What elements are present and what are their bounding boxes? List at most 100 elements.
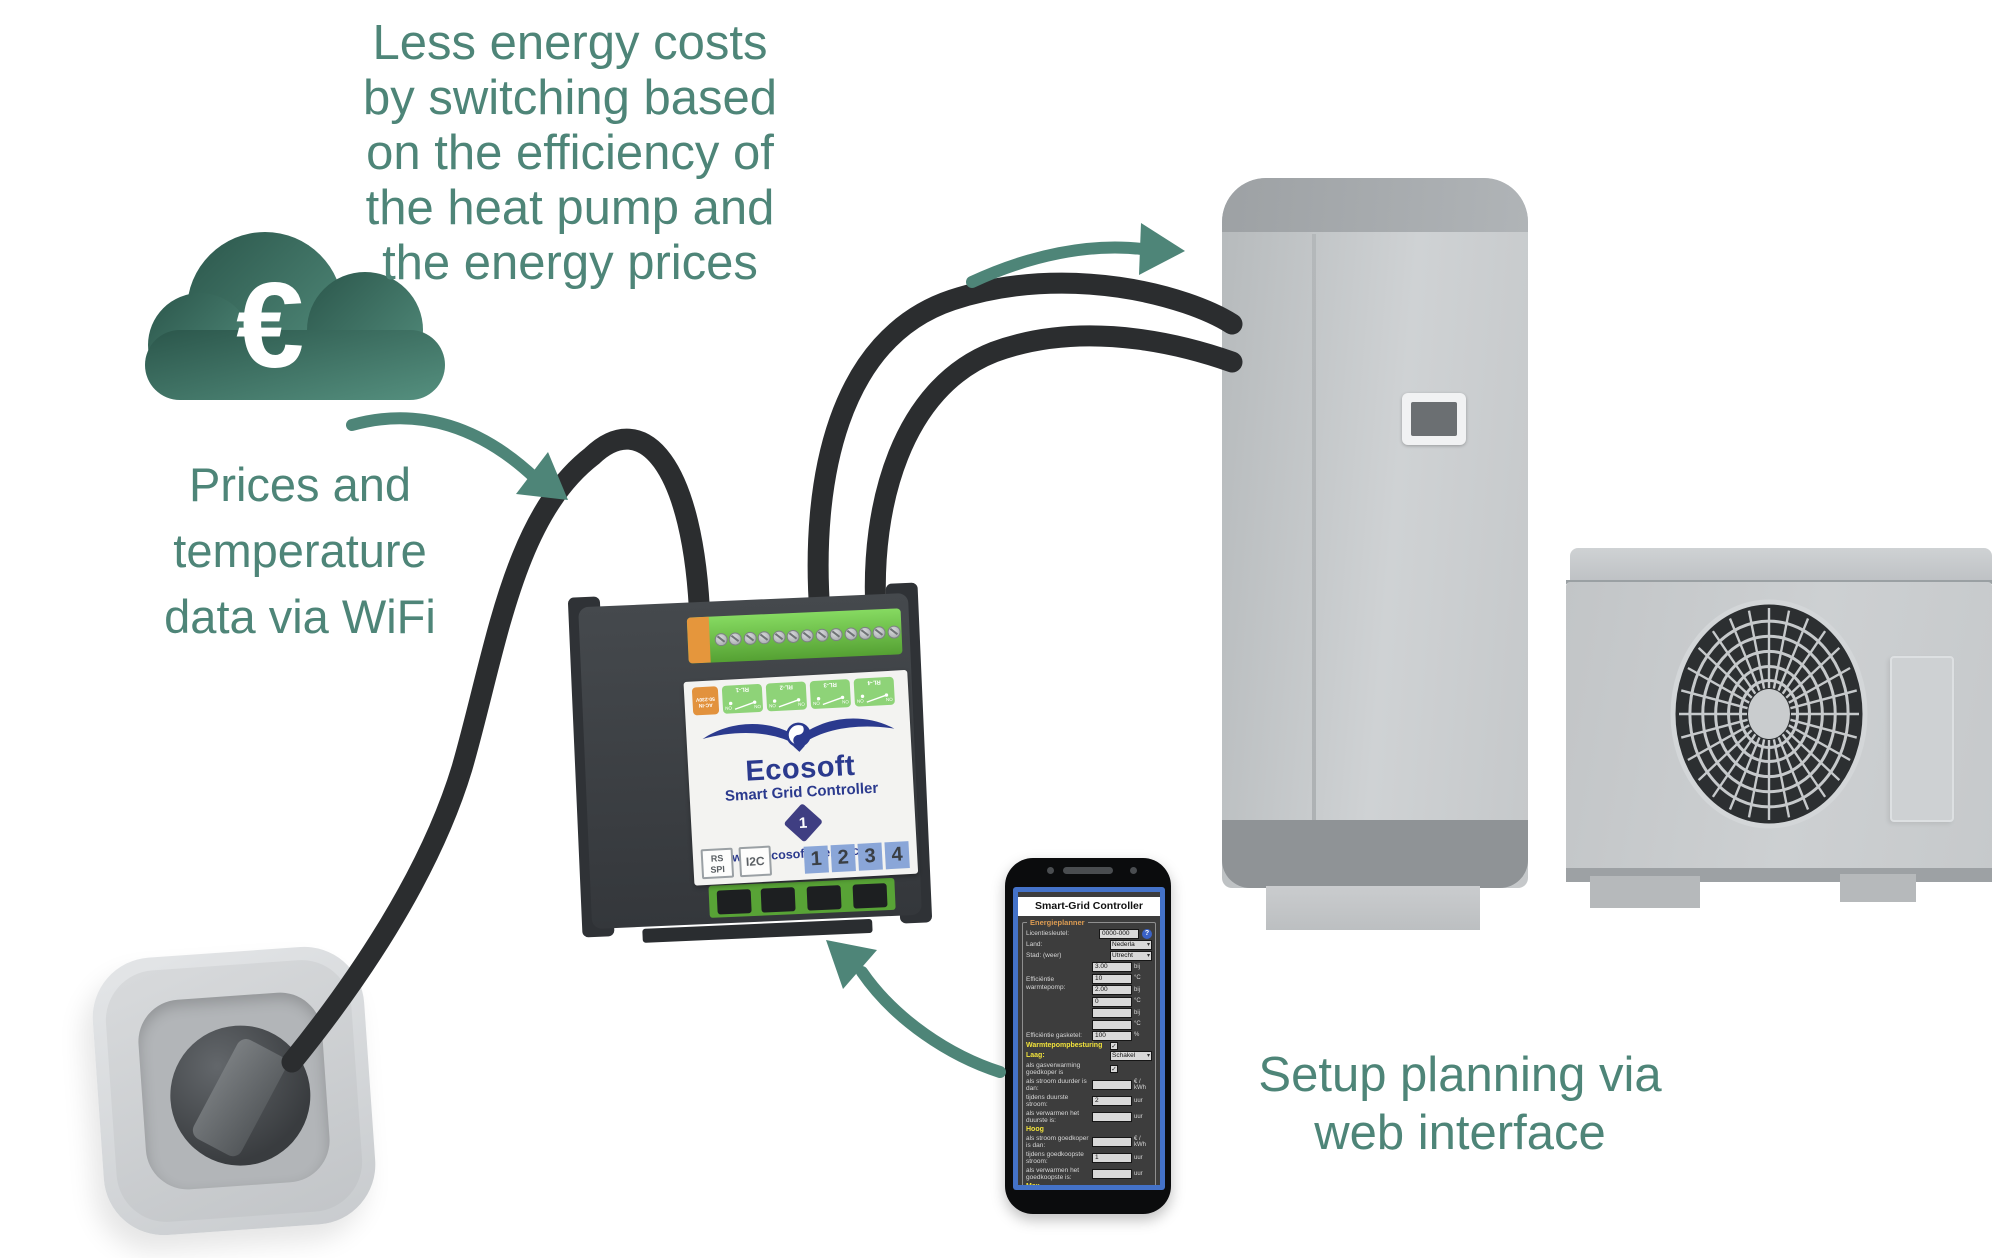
country-value: Nederla bbox=[1112, 941, 1135, 948]
hp-eff-input[interactable] bbox=[1092, 1008, 1132, 1018]
arrow-text-to-heat-pump bbox=[966, 241, 1148, 288]
terminal-screw bbox=[786, 629, 800, 643]
field-hp-efficiency: Efficiëntie warmtepomp: 3.00 bij 10 °C 2.0… bbox=[1026, 962, 1152, 1030]
relay-connector bbox=[852, 883, 888, 909]
relay-1-diagram: ON ON RL-1 bbox=[721, 683, 764, 714]
relay-cable-2 bbox=[864, 325, 1243, 623]
hp-eff-input[interactable]: 2.00 bbox=[1092, 985, 1132, 995]
svg-text:ON: ON bbox=[798, 701, 805, 706]
heat-pump-top-band bbox=[1222, 178, 1528, 232]
field-city: Stad: (weer) Utrecht ▾ bbox=[1026, 951, 1152, 961]
rs-spi-port-label: RS SPI bbox=[700, 847, 735, 880]
form-legend: Energieplanner bbox=[1027, 918, 1088, 927]
outdoor-unit-service-panel bbox=[1890, 656, 1954, 822]
unit-number-badge: 1 bbox=[783, 802, 824, 843]
field-gas-cheaper: als gasverwarming goedkoper is ✓ bbox=[1026, 1062, 1152, 1077]
high-hours-input[interactable]: 1 bbox=[1092, 1153, 1132, 1163]
caption-wifi: Prices and temperature data via WiFi bbox=[100, 452, 500, 650]
terminal-screw bbox=[843, 626, 858, 641]
heat-pump-bottom-band bbox=[1222, 820, 1528, 888]
low-hours-input[interactable]: 2 bbox=[1092, 1096, 1132, 1106]
max-section-header: Max bbox=[1026, 1183, 1152, 1186]
field-hp-control: Warmtepompbesturing ✓ bbox=[1026, 1041, 1152, 1050]
unit-label: € / kWh bbox=[1134, 1135, 1146, 1149]
hp-eff-input[interactable]: 3.00 bbox=[1092, 962, 1132, 972]
license-input[interactable]: 0000-000 bbox=[1099, 929, 1139, 939]
country-select[interactable]: Nederla ▾ bbox=[1110, 940, 1152, 950]
energieplanner-form: Energieplanner Licentiesleutel: 0000-000… bbox=[1022, 918, 1156, 1186]
city-value: Utrecht bbox=[1112, 952, 1133, 959]
fan-grille bbox=[1670, 599, 1868, 829]
unit-label: °C bbox=[1134, 998, 1141, 1005]
svg-text:RL-1: RL-1 bbox=[735, 685, 749, 692]
output-2-label: 2 bbox=[830, 843, 856, 873]
field-license: Licentiesleutel: 0000-000 ? bbox=[1026, 929, 1152, 939]
hp-eff-input[interactable] bbox=[1092, 1019, 1132, 1030]
unit-label: € / kWh bbox=[1134, 1078, 1146, 1092]
fan-hub bbox=[1748, 689, 1790, 739]
web-interface: Smart-Grid Controller Energieplanner Lic… bbox=[1018, 892, 1160, 1185]
outdoor-unit-foot-right bbox=[1840, 874, 1916, 902]
svg-text:ON: ON bbox=[842, 699, 849, 704]
phone-camera-dot bbox=[1130, 867, 1137, 874]
low-mode-value: Schakel bbox=[1112, 1051, 1136, 1059]
hp-control-label: Warmtepompbesturing bbox=[1026, 1041, 1103, 1049]
field-high-hours: tijdens goedkoopste stroom: 1 uur bbox=[1026, 1151, 1152, 1166]
terminal-screw bbox=[800, 628, 815, 643]
output-4-label: 4 bbox=[884, 841, 910, 870]
field-low-heat: als verwarmen het duurste is: uur bbox=[1026, 1110, 1152, 1125]
wall-socket bbox=[88, 942, 380, 1240]
boiler-efficiency-label: Efficiëntie gasketel: bbox=[1026, 1031, 1082, 1039]
hp-eff-input[interactable]: 10 bbox=[1092, 973, 1132, 984]
dropdown-arrow-icon: ▾ bbox=[1146, 1052, 1150, 1059]
low-heat-input[interactable] bbox=[1092, 1112, 1132, 1122]
controller-label: AC-IN 50-230V ON ON RL-1 bbox=[683, 669, 919, 886]
web-interface-title: Smart-Grid Controller bbox=[1018, 897, 1160, 916]
unit-label: uur bbox=[1134, 1097, 1143, 1104]
phone-screen-frame: Smart-Grid Controller Energieplanner Lic… bbox=[1013, 887, 1165, 1190]
caption-benefit: Less energy costs by switching based on … bbox=[330, 16, 810, 291]
field-low-hours: tijdens duurste stroom: 2 uur bbox=[1026, 1094, 1152, 1109]
unit-label: bij bbox=[1134, 986, 1141, 993]
field-low-price: als stroom duurder is dan: € / kWh bbox=[1026, 1078, 1152, 1093]
phone-camera-dot bbox=[1047, 867, 1054, 874]
low-price-input[interactable] bbox=[1092, 1080, 1132, 1090]
high-heat-input[interactable] bbox=[1092, 1169, 1132, 1179]
field-country: Land: Nederla ▾ bbox=[1026, 940, 1152, 950]
gas-cheaper-checkbox[interactable]: ✓ bbox=[1110, 1065, 1118, 1073]
high-price-input[interactable] bbox=[1092, 1137, 1132, 1147]
heat-pump-corner-edge bbox=[1312, 234, 1316, 820]
unit-label: uur bbox=[1134, 1154, 1143, 1161]
svg-text:RL-3: RL-3 bbox=[823, 681, 837, 688]
svg-text:RL-2: RL-2 bbox=[779, 683, 793, 690]
terminal-screw bbox=[757, 630, 772, 645]
boiler-efficiency-input[interactable]: 100 bbox=[1092, 1030, 1132, 1041]
hp-efficiency-label: Efficiëntie warmtepomp: bbox=[1026, 976, 1066, 991]
terminal-screws bbox=[687, 608, 903, 663]
city-select[interactable]: Utrecht ▾ bbox=[1110, 951, 1152, 961]
caption-line: by switching based bbox=[362, 71, 777, 125]
hp-eff-input[interactable]: 0 bbox=[1092, 996, 1132, 1007]
i2c-port-label: I2C bbox=[738, 845, 773, 878]
caption-line: web interface bbox=[1314, 1106, 1606, 1160]
caption-line: on the efficiency of bbox=[366, 126, 774, 180]
field-high-heat: als verwarmen het goedkoopste is: uur bbox=[1026, 1167, 1152, 1182]
relay-connector bbox=[806, 885, 842, 911]
help-icon[interactable]: ? bbox=[1142, 929, 1152, 939]
terminal-screw bbox=[858, 626, 872, 640]
outdoor-unit-top bbox=[1570, 548, 1992, 584]
low-mode-select[interactable]: Schakel ▾ bbox=[1110, 1050, 1152, 1061]
high-heat-label: als verwarmen het goedkoopste is: bbox=[1026, 1166, 1080, 1182]
relay-4-diagram: ON ON RL-4 bbox=[853, 676, 896, 707]
svg-text:ON: ON bbox=[769, 703, 776, 708]
caption-line: Setup planning via bbox=[1258, 1048, 1662, 1102]
heat-pump-indoor-unit bbox=[1222, 178, 1528, 930]
output-1-label: 1 bbox=[803, 845, 829, 874]
caption-line: the heat pump and bbox=[365, 181, 775, 235]
terminal-screw bbox=[887, 624, 901, 639]
hp-control-checkbox[interactable]: ✓ bbox=[1110, 1041, 1118, 1050]
license-label: Licentiesleutel: bbox=[1026, 930, 1069, 938]
smartphone: Smart-Grid Controller Energieplanner Lic… bbox=[1005, 858, 1171, 1214]
low-heat-label: als verwarmen het duurste is: bbox=[1026, 1109, 1080, 1125]
svg-text:RL-4: RL-4 bbox=[867, 678, 881, 685]
